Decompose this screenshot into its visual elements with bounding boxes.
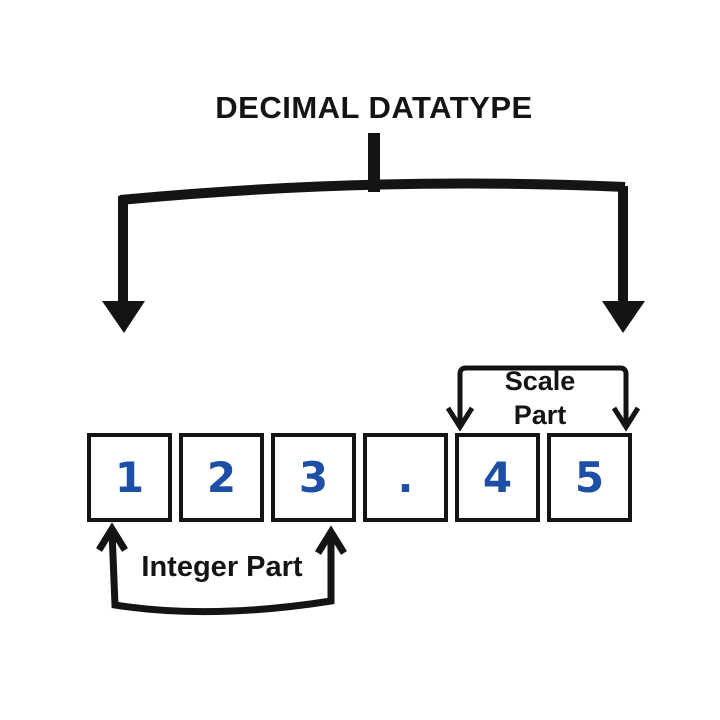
digit-cell-3: 3 [271, 433, 356, 522]
digit-cell-2-value: 2 [206, 452, 237, 502]
integer-part-label: Integer Part [141, 551, 303, 583]
digit-cell-3-value: 3 [298, 452, 329, 502]
left-down-arrowhead-icon [102, 301, 145, 333]
scale-left-down-chevron-icon [445, 406, 475, 432]
scale-part-label-line2: Part [513, 400, 567, 430]
digit-cell-4: 4 [455, 433, 540, 522]
digit-cell-2: 2 [179, 433, 264, 522]
branch-bar-line [119, 178, 626, 205]
digit-cell-4-value: 4 [482, 452, 513, 502]
integer-bracket-line [108, 530, 335, 616]
scale-part-label: Scale Part [505, 364, 576, 432]
digit-boxes-row: 1 2 3 . 4 5 [87, 433, 632, 522]
decimal-point-cell: . [363, 433, 448, 522]
digit-cell-1: 1 [87, 433, 172, 522]
digit-cell-5: 5 [547, 433, 632, 522]
diagram-title: DECIMAL DATATYPE [215, 90, 533, 125]
right-down-arrowhead-icon [602, 301, 645, 333]
scale-part-label-line1: Scale [504, 366, 576, 396]
integer-left-up-chevron-icon [96, 522, 128, 552]
decimal-point-cell-value: . [397, 452, 414, 502]
integer-right-up-chevron-icon [315, 525, 347, 555]
scale-bracket-line [457, 365, 629, 424]
scale-right-down-chevron-icon [611, 406, 641, 432]
digit-cell-5-value: 5 [574, 452, 605, 502]
digit-cell-1-value: 1 [114, 452, 145, 502]
